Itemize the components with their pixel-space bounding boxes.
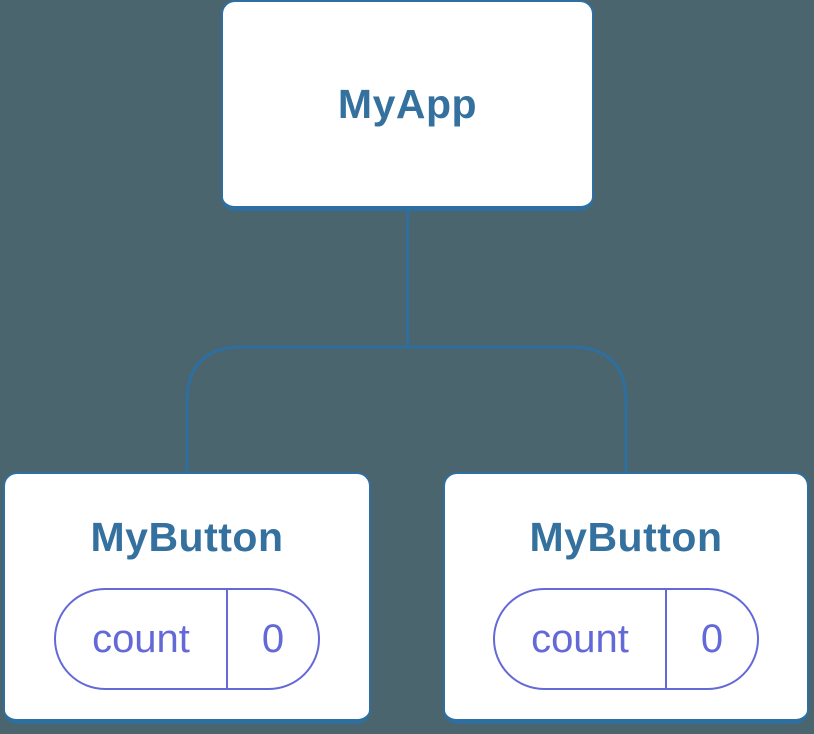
tree-node-mybutton-2: MyButton count 0 [443,472,809,724]
node-label-mybutton-2: MyButton [529,514,723,560]
node-label-mybutton-1: MyButton [90,514,284,560]
state-pill-count-1: count 0 [54,588,320,690]
state-value: 0 [700,616,724,661]
state-key-label: count [495,590,667,688]
state-key-label: count [56,590,228,688]
state-pill-count-2: count 0 [493,588,759,690]
tree-node-mybutton-1: MyButton count 0 [3,472,371,724]
tree-node-myapp: MyApp [221,0,594,211]
node-label-myapp: MyApp [337,81,478,127]
state-value: 0 [261,616,285,661]
connector-bracket-children [185,345,628,474]
